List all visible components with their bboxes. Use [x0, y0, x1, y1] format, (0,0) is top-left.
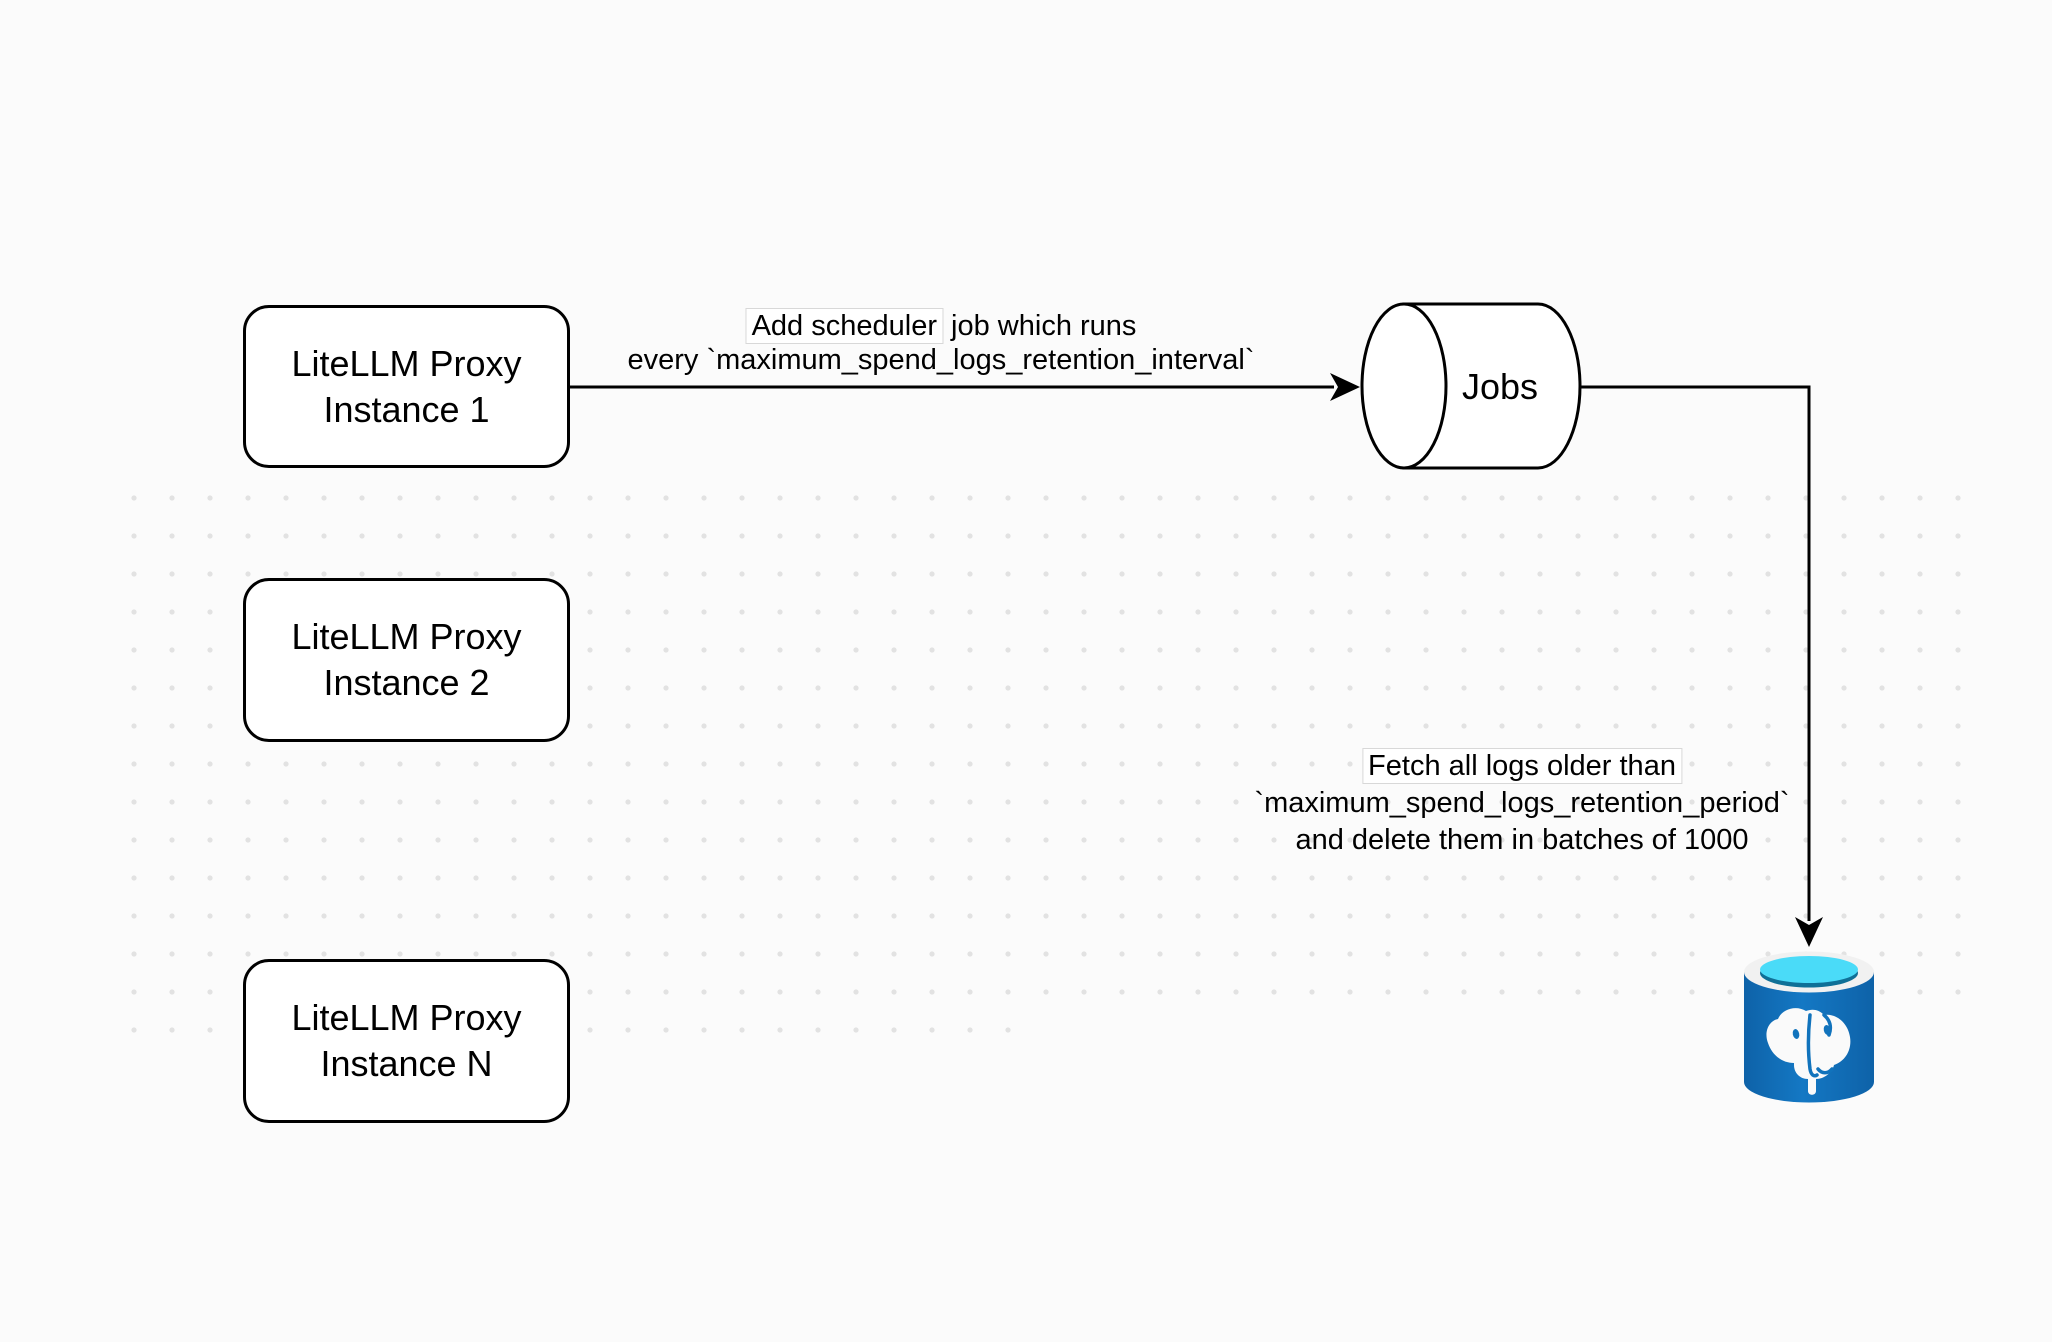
node-label-line: LiteLLM Proxy [291, 997, 522, 1038]
edge-label-line: `maximum_spend_logs_retention_period` [1254, 787, 1790, 819]
node-label-line: Instance 2 [323, 662, 490, 703]
edge-label-line: Add scheduler job which runs [627, 308, 1254, 344]
dot-grid-background [115, 479, 1978, 1012]
node-label-line: Instance N [320, 1043, 493, 1084]
edge-label-line: and delete them in batches of 1000 [1295, 824, 1749, 856]
arrowhead-down-icon [1795, 917, 1823, 947]
node-label-line: LiteLLM Proxy [291, 342, 522, 384]
node-label-line: LiteLLM Proxy [291, 616, 522, 657]
edge-label-text: job which runs [942, 310, 1137, 342]
jobs-store-label: Jobs [1461, 366, 1539, 407]
arrowhead-right-icon [1330, 373, 1360, 401]
edge-label-scheduler: Add scheduler job which runs every `maxi… [627, 308, 1255, 377]
edge-label-fetch-delete: Fetch all logs older than `maximum_spend… [1254, 748, 1790, 859]
postgresql-database-icon [1744, 951, 1874, 1103]
node-litellm-proxy-instance-n: LiteLLM Proxy Instance N [243, 959, 570, 1123]
edge-label-line: every `maximum_spend_logs_retention_inte… [627, 344, 1255, 376]
node-litellm-proxy-instance-1: LiteLLM Proxy Instance 1 [243, 305, 570, 468]
edge-label-highlight: Add scheduler [745, 308, 943, 344]
edge-label-line: Fetch all logs older than [1254, 748, 1789, 785]
edge-label-highlight: Fetch all logs older than [1362, 748, 1682, 784]
jobs-cylinder-shape [1360, 302, 1582, 470]
node-label-line: Instance 1 [323, 388, 490, 430]
postgres-elephant-icon [1766, 1008, 1851, 1095]
node-litellm-proxy-instance-2: LiteLLM Proxy Instance 2 [243, 578, 570, 742]
edge-jobs-to-postgres [1581, 385, 1811, 921]
database-opening [1760, 956, 1858, 983]
